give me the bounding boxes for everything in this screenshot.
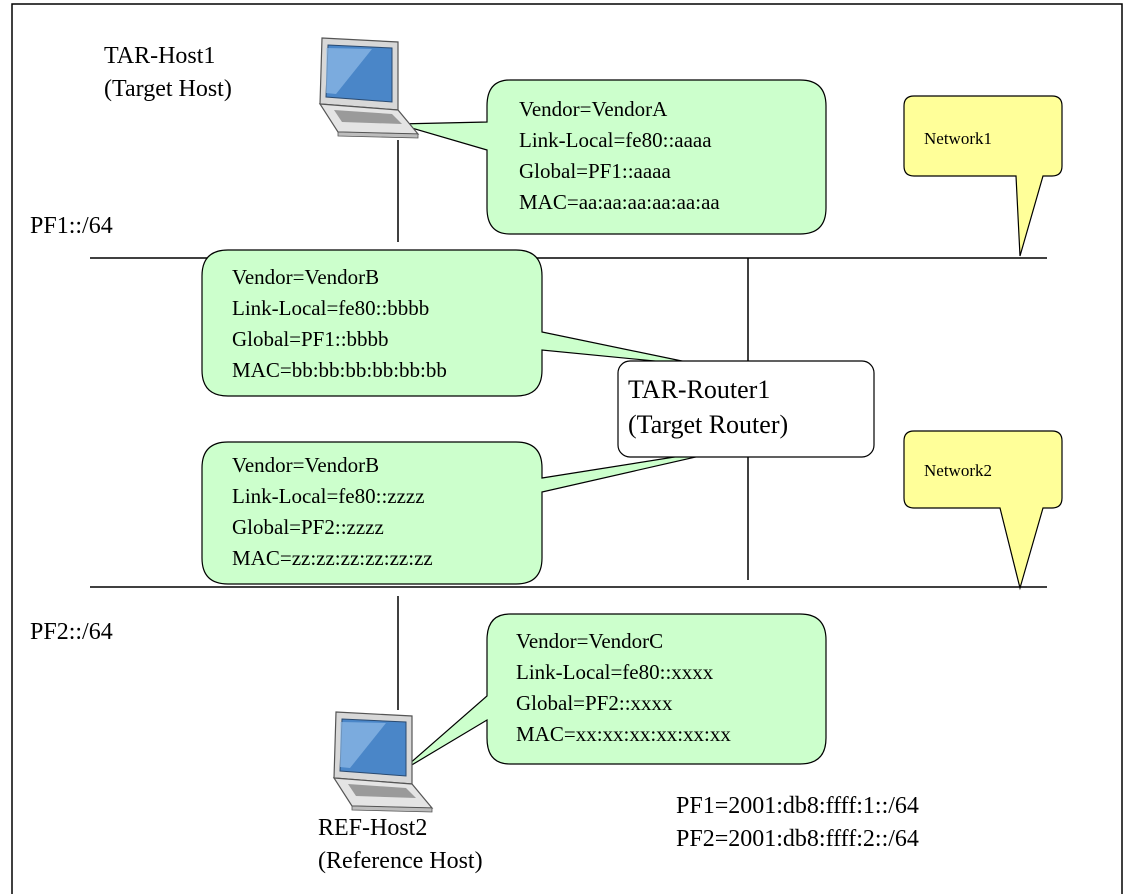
ref-host2-role: (Reference Host) (318, 848, 483, 874)
callout-line: MAC=zz:zz:zz:zz:zz:zz (232, 546, 433, 570)
ref-host2-label: REF-Host2 (Reference Host) (318, 812, 483, 878)
callout-line: MAC=xx:xx:xx:xx:xx:xx (516, 722, 731, 746)
callout-line: Vendor=VendorB (232, 453, 380, 477)
router-name: TAR-Router1 (628, 375, 771, 404)
tar-host1-label: TAR-Host1 (Target Host) (104, 40, 232, 106)
router-net1-callout (201, 249, 707, 397)
callout-line: Link-Local=fe80::aaaa (519, 128, 712, 152)
laptop-icon (332, 711, 434, 813)
router-net1-callout-text: Vendor=VendorB Link-Local=fe80::bbbb Glo… (232, 262, 447, 386)
host1-callout-text: Vendor=VendorA Link-Local=fe80::aaaa Glo… (519, 94, 720, 218)
callout-line: Global=PF1::bbbb (232, 327, 389, 351)
host2-callout-text: Vendor=VendorC Link-Local=fe80::xxxx Glo… (516, 626, 731, 750)
host1-callout (397, 79, 827, 235)
diagram-frame (11, 3, 1123, 894)
callout-line: MAC=bb:bb:bb:bb:bb:bb (232, 358, 447, 382)
network1-label: Network1 (924, 129, 992, 148)
callout-line: Link-Local=fe80::zzzz (232, 484, 425, 508)
tar-host1-name: TAR-Host1 (104, 43, 216, 69)
router-net2-callout (201, 441, 745, 585)
callout-line: MAC=aa:aa:aa:aa:aa:aa (519, 190, 720, 214)
callout-line: Global=PF2::xxxx (516, 691, 673, 715)
pf1-label: PF1::/64 (30, 213, 113, 239)
prefix-legend: PF1=2001:db8:ffff:1::/64 PF2=2001:db8:ff… (676, 790, 919, 856)
pf2-label: PF2::/64 (30, 619, 113, 645)
callout-line: Vendor=VendorC (516, 629, 664, 653)
router-role: (Target Router) (628, 410, 789, 439)
router-net2-callout-text: Vendor=VendorB Link-Local=fe80::zzzz Glo… (232, 450, 433, 574)
host2-callout (399, 613, 827, 773)
laptop-icon (318, 37, 420, 139)
callout-line: Vendor=VendorA (519, 97, 668, 121)
callout-line: Link-Local=fe80::xxxx (516, 660, 714, 684)
tar-host1-role: (Target Host) (104, 76, 232, 102)
network2-label: Network2 (924, 461, 992, 480)
legend-pf2: PF2=2001:db8:ffff:2::/64 (676, 826, 919, 852)
network2-note (903, 430, 1063, 591)
callout-line: Global=PF2::zzzz (232, 515, 384, 539)
ref-host2-name: REF-Host2 (318, 815, 428, 841)
network1-note (903, 95, 1063, 257)
legend-pf1: PF1=2001:db8:ffff:1::/64 (676, 793, 919, 819)
router-box (617, 360, 875, 458)
callout-line: Link-Local=fe80::bbbb (232, 296, 430, 320)
router-label: TAR-Router1 (Target Router) (628, 372, 788, 442)
callout-line: Vendor=VendorB (232, 265, 380, 289)
callout-line: Global=PF1::aaaa (519, 159, 671, 183)
